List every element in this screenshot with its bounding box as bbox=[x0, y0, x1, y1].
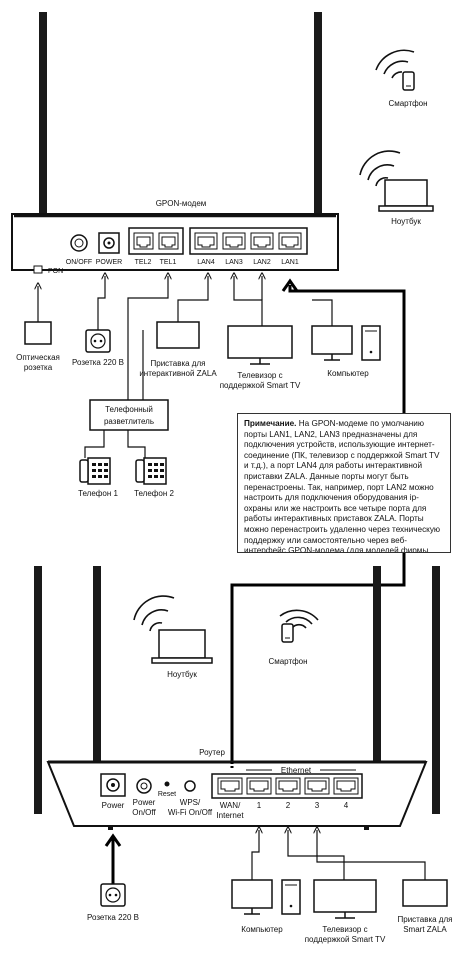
bottom-computer-case-icon bbox=[281, 879, 301, 915]
router-label: Роутер bbox=[199, 748, 225, 757]
bottom-laptop-label: Ноутбук bbox=[167, 670, 197, 679]
tv-icon bbox=[227, 325, 293, 359]
router-lan-1-port[interactable] bbox=[246, 777, 272, 795]
top-laptop: Ноутбук bbox=[359, 150, 434, 226]
gpon-lan2-label: LAN2 bbox=[253, 259, 271, 266]
router-lan-2-port[interactable] bbox=[275, 777, 301, 795]
wifi-icon bbox=[359, 150, 401, 187]
bottom-socket-label: Розетка 220 В bbox=[87, 913, 139, 922]
router-lan-3-port[interactable] bbox=[304, 777, 330, 795]
top-smartphone: Смартфон bbox=[375, 49, 428, 108]
router-wan-label-2: Internet bbox=[216, 811, 244, 820]
bottom-computer-monitor-icon bbox=[231, 879, 273, 909]
smartphone-icon bbox=[402, 71, 415, 91]
bottom-stb-icon bbox=[402, 879, 448, 907]
stb-label-2: интерактивной ZALA bbox=[139, 369, 217, 378]
bottom-tv-icon bbox=[313, 879, 377, 913]
router-power-label: Power bbox=[102, 801, 125, 810]
router-socket-icon bbox=[100, 883, 126, 907]
gpon-pon-port[interactable] bbox=[33, 265, 43, 274]
router-port-3-label: 3 bbox=[315, 801, 320, 810]
gpon-tel2-port[interactable] bbox=[133, 232, 154, 250]
splitter-label-1: Телефонный bbox=[105, 405, 153, 414]
socket-icon bbox=[85, 329, 111, 353]
top-socket-label: Розетка 220 В bbox=[72, 358, 124, 367]
router-antenna-3 bbox=[373, 566, 381, 762]
laptop-icon bbox=[158, 629, 206, 659]
computer-label: Компьютер bbox=[327, 369, 369, 378]
router-onoff-label-1: Power bbox=[133, 798, 156, 807]
gpon-lan3-port[interactable] bbox=[222, 232, 246, 250]
gpon-tel1-port[interactable] bbox=[158, 232, 179, 250]
gpon-lan1-port[interactable] bbox=[278, 232, 302, 250]
stb-label-1: Приставка для bbox=[151, 359, 206, 368]
gpon-onoff-label: ON/OFF bbox=[66, 259, 92, 266]
gpon-antenna-right bbox=[314, 12, 322, 220]
note-title: Примечание. bbox=[244, 419, 297, 428]
gpon-antenna-left bbox=[39, 12, 47, 220]
wifi-icon bbox=[375, 49, 415, 79]
phone-splitter-box bbox=[89, 399, 169, 431]
phone-2-label: Телефон 2 bbox=[134, 489, 174, 498]
phone-2-icon bbox=[135, 457, 167, 485]
wifi-icon bbox=[133, 595, 175, 632]
bottom-smartphone-label: Смартфон bbox=[268, 657, 307, 666]
tv-label-2: поддержкой Smart TV bbox=[220, 381, 301, 390]
router-wps-label-1: WPS/ bbox=[180, 798, 201, 807]
splitter-label-2: разветлитель bbox=[104, 417, 154, 426]
computer-case-icon bbox=[361, 325, 381, 361]
bottom-laptop: Ноутбук bbox=[133, 595, 213, 679]
gpon-modem: GPON-модем ON/OFF POWER TEL2 TEL1 bbox=[11, 12, 339, 275]
router-port-2-label: 2 bbox=[286, 801, 291, 810]
gpon-lan3-label: LAN3 bbox=[225, 259, 243, 266]
gpon-onoff-button[interactable] bbox=[70, 234, 88, 252]
router-port-1-label: 1 bbox=[257, 801, 262, 810]
router: Роутер Ethernet Power Power On/Off Reset… bbox=[34, 566, 440, 830]
router-antenna-4 bbox=[432, 566, 440, 814]
bottom-tv-label-2: поддержкой Smart TV bbox=[305, 935, 386, 944]
router-antenna-1 bbox=[34, 566, 42, 814]
gpon-power-label: POWER bbox=[96, 259, 122, 266]
router-reset-button[interactable] bbox=[164, 781, 170, 787]
router-wps-button[interactable] bbox=[184, 780, 196, 792]
router-antenna-2 bbox=[93, 566, 101, 762]
optical-socket-icon bbox=[24, 321, 52, 345]
optical-socket-label-2: розетка bbox=[24, 363, 53, 372]
bottom-tv-label-1: Телевизор с bbox=[322, 925, 367, 934]
bottom-computer-label: Компьютер bbox=[241, 925, 283, 934]
gpon-lan4-port[interactable] bbox=[194, 232, 218, 250]
gpon-tel2-label: TEL2 bbox=[135, 259, 152, 266]
gpon-pon-label: PON bbox=[48, 268, 63, 275]
bottom-stb-label-1: Приставка для bbox=[398, 915, 453, 924]
note-box: Примечание. На GPON-модеме по умолчанию … bbox=[237, 413, 451, 553]
ethernet-label: Ethernet bbox=[281, 766, 312, 775]
optical-socket-label-1: Оптическая bbox=[16, 353, 60, 362]
gpon-title: GPON-модем bbox=[156, 199, 207, 208]
top-smartphone-label: Смартфон bbox=[388, 99, 427, 108]
stb-zala-icon bbox=[156, 321, 200, 349]
router-wps-label-2: Wi-Fi On/Off bbox=[168, 808, 213, 817]
gpon-lan4-label: LAN4 bbox=[197, 259, 215, 266]
top-laptop-label: Ноутбук bbox=[391, 217, 421, 226]
gpon-tel1-label: TEL1 bbox=[160, 259, 177, 266]
router-onoff-label-2: On/Off bbox=[132, 808, 156, 817]
smartphone-icon bbox=[281, 623, 294, 643]
note-text: На GPON-модеме по умолчанию порты LAN1, … bbox=[244, 419, 441, 553]
router-lan-4-port[interactable] bbox=[333, 777, 359, 795]
router-power-switch[interactable] bbox=[136, 778, 152, 794]
bottom-smartphone: Смартфон bbox=[268, 609, 319, 666]
gpon-lan2-port[interactable] bbox=[250, 232, 274, 250]
router-port-4-label: 4 bbox=[344, 801, 349, 810]
router-wan-label-1: WAN/ bbox=[220, 801, 241, 810]
phone-1-icon bbox=[79, 457, 111, 485]
laptop-icon bbox=[384, 179, 428, 207]
router-wan-port[interactable] bbox=[217, 777, 243, 795]
computer-monitor-icon bbox=[311, 325, 353, 355]
router-reset-label: Reset bbox=[158, 791, 176, 798]
tv-label-1: Телевизор с bbox=[237, 371, 282, 380]
bottom-stb-label-2: Smart ZALA bbox=[403, 925, 447, 934]
phone-1-label: Телефон 1 bbox=[78, 489, 118, 498]
gpon-lan1-label: LAN1 bbox=[281, 259, 299, 266]
